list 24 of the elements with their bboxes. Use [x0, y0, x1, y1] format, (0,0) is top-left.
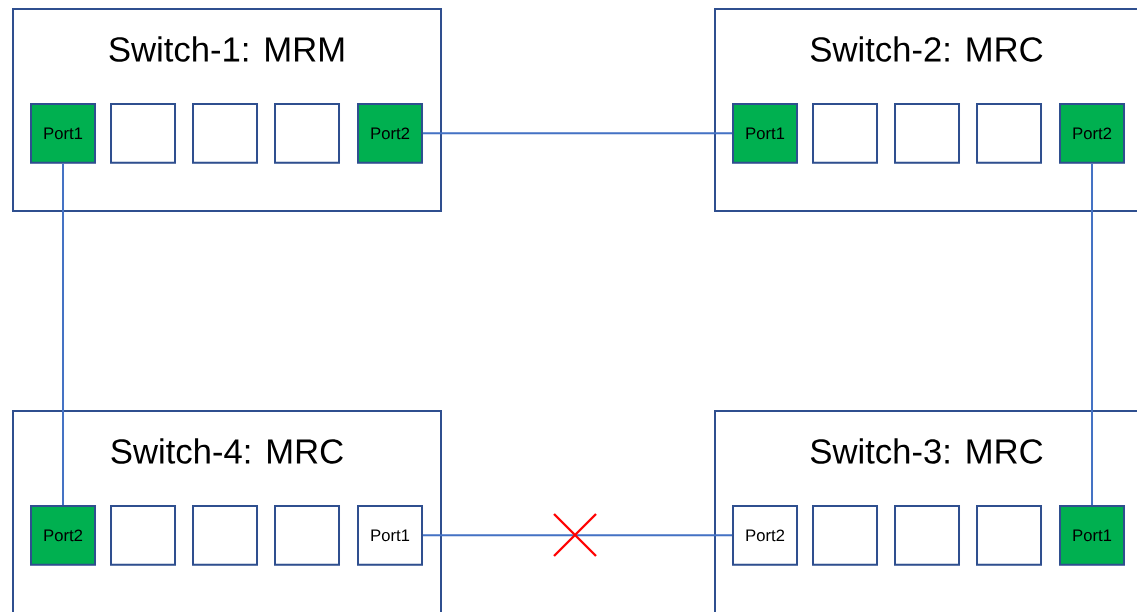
port-box [894, 103, 960, 164]
port-box: Port1 [30, 103, 96, 164]
port-box [812, 103, 878, 164]
connector-line [1091, 162, 1093, 506]
port-box [274, 103, 340, 164]
port-box [976, 505, 1042, 566]
port-box [274, 505, 340, 566]
port-box: Port1 [357, 505, 423, 566]
port-box [192, 505, 258, 566]
connector-line [62, 162, 64, 506]
port-box [812, 505, 878, 566]
connector-line [422, 534, 733, 537]
port-box [110, 103, 176, 164]
port-box [976, 103, 1042, 164]
port-box [110, 505, 176, 566]
port-box [192, 103, 258, 164]
port-box: Port1 [1059, 505, 1125, 566]
connector-line [422, 132, 733, 135]
port-box: Port1 [732, 103, 798, 164]
port-box: Port2 [357, 103, 423, 164]
port-box: Port2 [732, 505, 798, 566]
port-box: Port2 [30, 505, 96, 566]
port-box [894, 505, 960, 566]
port-box: Port2 [1059, 103, 1125, 164]
